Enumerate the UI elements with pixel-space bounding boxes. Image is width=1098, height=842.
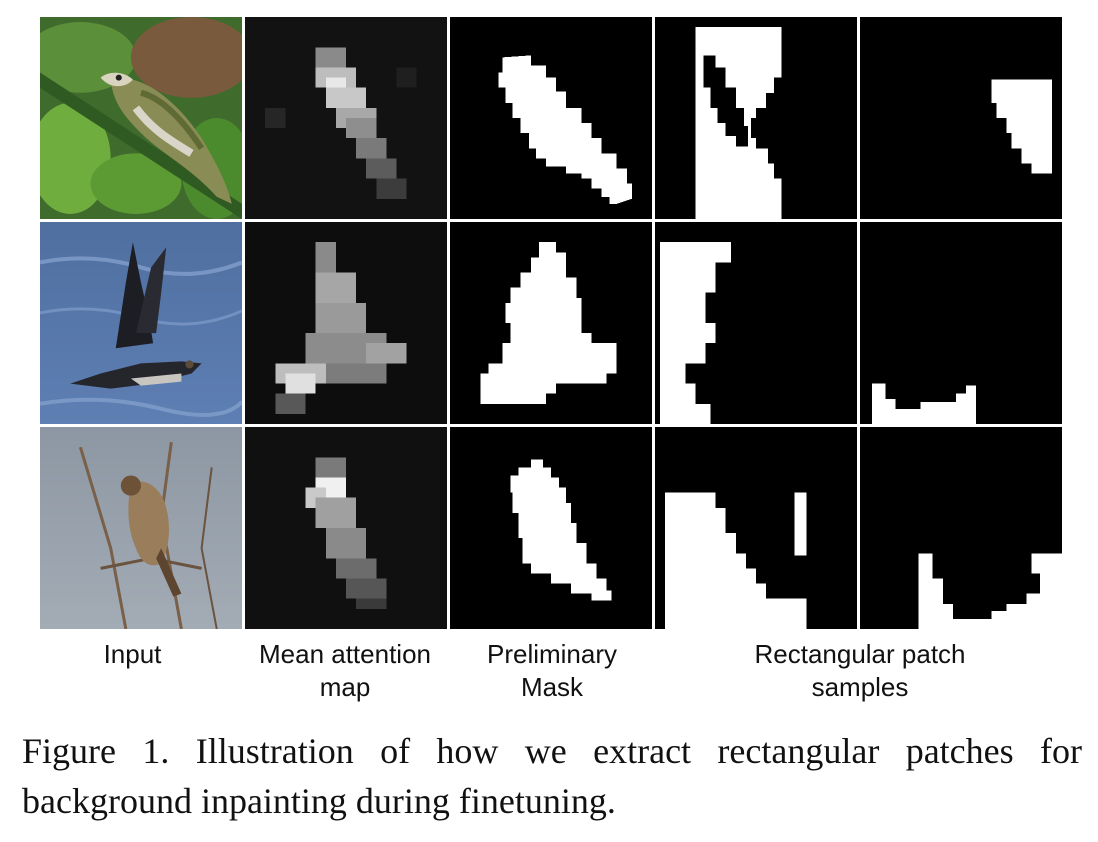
input-image-row3 [40, 427, 242, 629]
patch-sample-a-row1 [655, 17, 857, 219]
attention-map-row2 [245, 222, 447, 424]
patch-sample-a-row2 [655, 222, 857, 424]
column-label-input: Input [103, 639, 162, 669]
figure-caption: Figure 1. Illustration of how we extract… [22, 731, 1082, 821]
column-label-attention: Mean attention map [258, 639, 431, 702]
input-image-row1 [40, 17, 242, 219]
preliminary-mask-row1 [450, 17, 652, 219]
column-label-mask: Preliminary Mask [486, 639, 618, 702]
input-image-row2 [40, 222, 242, 424]
patch-sample-a-row3 [655, 427, 857, 629]
preliminary-mask-row2 [450, 222, 652, 424]
attention-map-row1 [245, 17, 447, 219]
patch-sample-b-row2 [860, 222, 1062, 424]
preliminary-mask-row3 [450, 427, 652, 629]
attention-map-row3 [245, 427, 447, 629]
figure-grid [40, 17, 1062, 629]
patch-sample-b-row1 [860, 17, 1062, 219]
patch-sample-b-row3 [860, 427, 1062, 629]
column-label-patches: Rectangular patch samples [754, 639, 966, 702]
